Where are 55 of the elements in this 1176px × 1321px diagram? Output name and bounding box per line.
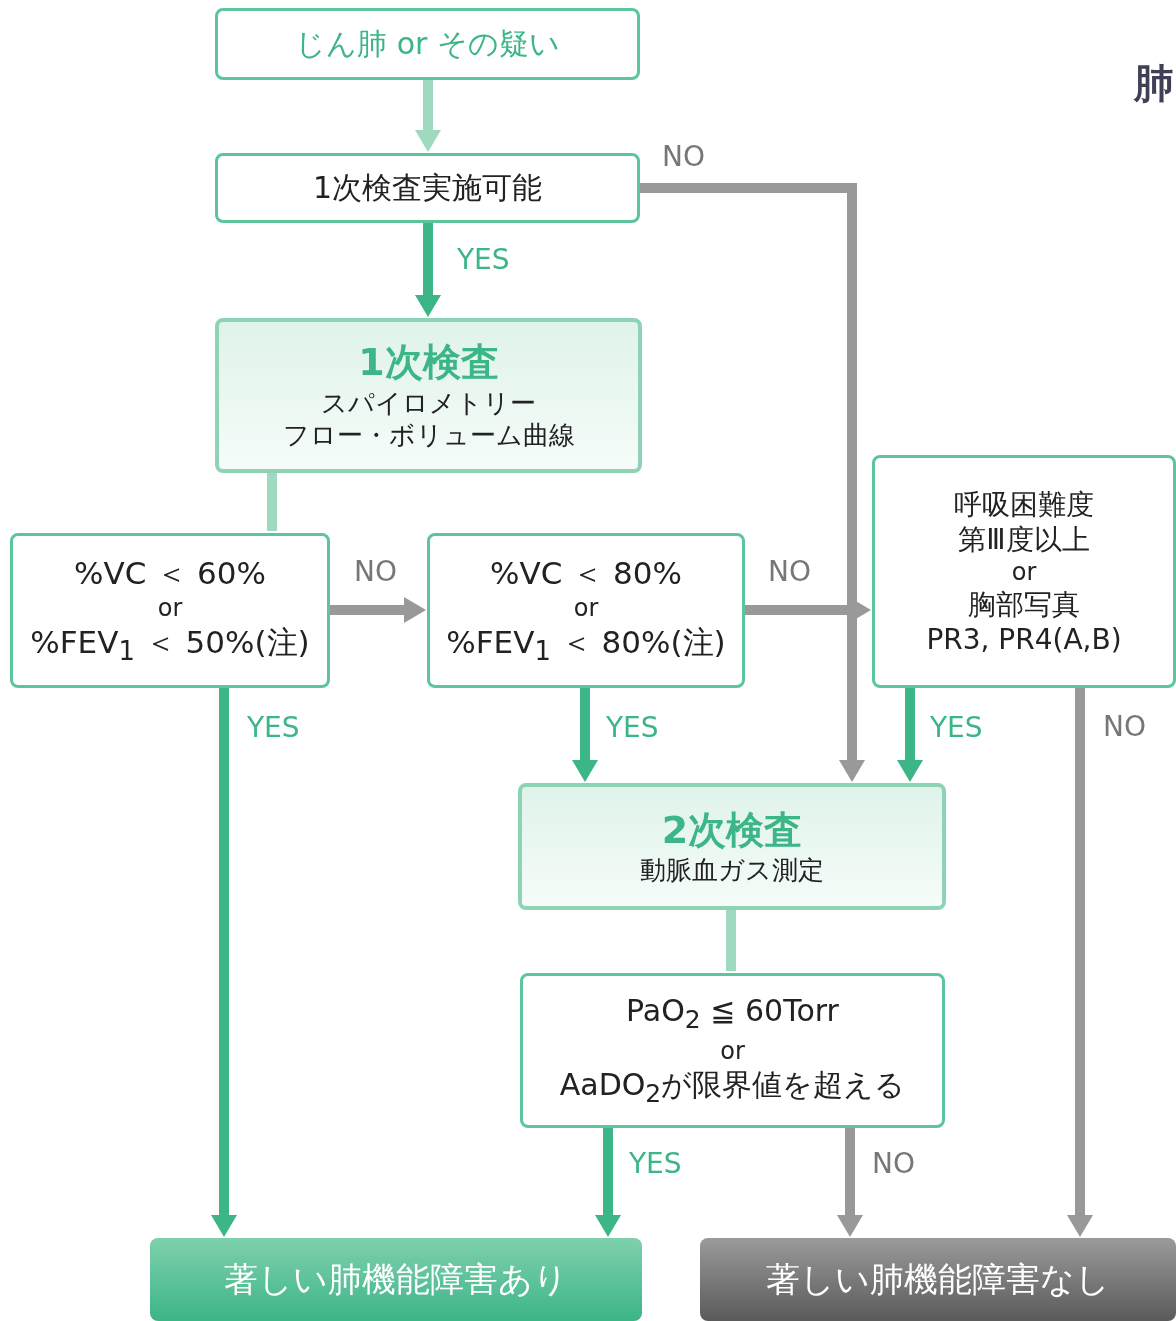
edge-label: NO — [872, 1147, 915, 1180]
edge-label: NO — [662, 140, 705, 173]
result-text: 著しい肺機能障害あり — [224, 1258, 568, 1301]
method-text: スパイロメトリー — [321, 386, 536, 420]
or-text: or — [157, 592, 183, 623]
step-heading: 2次検査 — [661, 806, 803, 854]
decision-box — [215, 153, 640, 223]
edge-label: NO — [1103, 710, 1146, 743]
or-text: or — [720, 1035, 745, 1066]
arrow — [595, 1128, 621, 1237]
criteria-text: PaO$_{2}$ ≦ 60Torr — [626, 992, 839, 1036]
edge-label: YES — [930, 711, 983, 744]
method-text: 動脈血ガス測定 — [640, 854, 824, 887]
criteria-text: 胸部写真 — [968, 586, 1080, 622]
criteria-box — [427, 533, 745, 688]
arrow — [415, 223, 441, 317]
heading-text: 肺 — [1134, 59, 1174, 108]
method-text: フロー・ボリューム曲線 — [282, 419, 575, 452]
arrow — [640, 183, 865, 782]
edge-label: NO — [768, 555, 811, 588]
step-box — [518, 783, 946, 910]
connector-line — [726, 910, 736, 971]
arrow — [897, 688, 923, 782]
arrow — [211, 688, 237, 1237]
edge-label: YES — [629, 1147, 682, 1180]
result-box — [700, 1238, 1176, 1321]
criteria-text: PR3, PR4(A,B) — [926, 621, 1122, 657]
step-heading: 1次検査 — [358, 339, 499, 387]
criteria-text: %VC ＜ 80% — [490, 553, 682, 593]
connector-line — [267, 473, 277, 531]
criteria-text: %FEV$_{1}$ ＜ 80%(注) — [446, 622, 726, 668]
criteria-text: %VC ＜ 60% — [74, 553, 266, 593]
start-box — [215, 8, 640, 80]
edge-label: YES — [247, 711, 300, 744]
criteria-box — [872, 455, 1176, 688]
or-text: or — [1011, 556, 1037, 587]
start-text: じん肺 or その疑い — [295, 25, 560, 63]
result-text: 著しい肺機能障害なし — [766, 1258, 1110, 1301]
criteria-text: AaDO$_{2}$が限界値を超える — [559, 1065, 906, 1109]
criteria-text: 呼吸困難度第Ⅲ度以上 — [953, 486, 1095, 557]
criteria-box — [520, 973, 945, 1128]
arrow — [572, 688, 598, 782]
arrow — [330, 597, 426, 623]
decision-text: 1次検査実施可能 — [312, 169, 543, 207]
arrow — [1067, 688, 1093, 1237]
arrow — [837, 1128, 863, 1237]
criteria-box — [10, 533, 330, 688]
edge-label: NO — [354, 555, 397, 588]
edge-label: YES — [457, 243, 510, 276]
edge-label: YES — [606, 711, 659, 744]
criteria-text: %FEV$_{1}$ ＜ 50%(注) — [30, 622, 310, 668]
result-box — [150, 1238, 642, 1321]
step-box — [215, 318, 642, 473]
arrow — [415, 80, 441, 152]
or-text: or — [573, 592, 599, 623]
